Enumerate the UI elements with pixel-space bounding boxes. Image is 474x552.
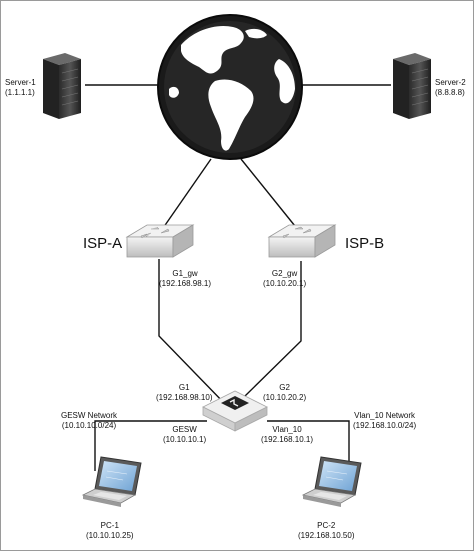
fw-vlan-ip: (192.168.10.1) bbox=[261, 435, 314, 444]
fw-vlan-label: Vlan_10 (192.168.10.1) bbox=[261, 425, 313, 445]
laptop-pc1-icon bbox=[81, 456, 142, 507]
isp-b-gateway-label: G2_gw (10.10.20.1) bbox=[263, 269, 306, 289]
isp-b-label: ISP-B bbox=[345, 235, 385, 252]
link-ispb-fw bbox=[244, 261, 302, 397]
vlan-network-subnet: (192.168.10.0/24) bbox=[353, 421, 417, 430]
fw-g2-ip: (10.10.20.2) bbox=[263, 393, 307, 402]
server-1-ip: (1.1.1.1) bbox=[5, 88, 35, 97]
isp-a-gateway-label: G1_gw (192.168.98.1) bbox=[159, 269, 211, 289]
server-1-icon bbox=[43, 53, 81, 119]
link-fw-pc1 bbox=[94, 420, 207, 471]
pc-1-ip: (10.10.10.25) bbox=[86, 531, 134, 540]
link-internet-ispa bbox=[160, 158, 212, 232]
router-isp-b-icon bbox=[267, 224, 337, 258]
fw-g1-name: G1 bbox=[178, 383, 190, 392]
router-isp-a-icon bbox=[125, 224, 195, 258]
gesw-network-name: GESW Network bbox=[61, 411, 118, 420]
isp-b-gw-name: G2_gw bbox=[271, 269, 298, 278]
link-ispa-fw bbox=[158, 259, 228, 407]
fw-g1-ip: (192.168.98.10) bbox=[156, 393, 213, 402]
fw-g1-label: G1 (192.168.98.10) bbox=[156, 383, 213, 403]
fw-gesw-ip: (10.10.10.1) bbox=[163, 435, 207, 444]
firewall-icon bbox=[202, 390, 268, 432]
pc-2-name: PC-2 bbox=[317, 521, 336, 530]
link-internet-ispb bbox=[240, 158, 300, 232]
vlan-network-name: Vlan_10 Network bbox=[354, 411, 416, 420]
link-fw-pc2 bbox=[267, 420, 350, 461]
pc-1-name: PC-1 bbox=[100, 521, 119, 530]
vlan-network-label: Vlan_10 Network (192.168.10.0/24) bbox=[353, 411, 416, 431]
fw-g2-label: G2 (10.10.20.2) bbox=[263, 383, 306, 403]
fw-gesw-name: GESW bbox=[172, 425, 197, 434]
server-2-icon bbox=[393, 53, 431, 119]
gesw-network-label: GESW Network (10.10.10.0/24) bbox=[61, 411, 117, 431]
fw-vlan-name: Vlan_10 bbox=[272, 425, 302, 434]
pc-1-label: PC-1 (10.10.10.25) bbox=[86, 521, 134, 541]
fw-g2-name: G2 bbox=[279, 383, 290, 392]
server-2-ip: (8.8.8.8) bbox=[435, 88, 465, 97]
server-1-label: Server-1 (1.1.1.1) bbox=[5, 78, 36, 98]
links bbox=[85, 84, 391, 471]
pc-2-ip: (192.168.10.50) bbox=[298, 531, 355, 540]
isp-a-label: ISP-A bbox=[83, 235, 123, 252]
globe-icon bbox=[157, 14, 303, 160]
server-2-name: Server-2 bbox=[435, 78, 466, 87]
laptop-pc2-icon bbox=[301, 456, 362, 507]
server-1-name: Server-1 bbox=[5, 78, 36, 87]
pc-2-label: PC-2 (192.168.10.50) bbox=[298, 521, 355, 541]
server-2-label: Server-2 (8.8.8.8) bbox=[435, 78, 466, 98]
isp-a-gw-name: G1_gw bbox=[172, 269, 198, 278]
fw-gesw-label: GESW (10.10.10.1) bbox=[163, 425, 206, 445]
isp-b-gw-ip: (10.10.20.1) bbox=[263, 279, 307, 288]
gesw-network-subnet: (10.10.10.0/24) bbox=[61, 421, 117, 430]
isp-a-gw-ip: (192.168.98.1) bbox=[159, 279, 212, 288]
